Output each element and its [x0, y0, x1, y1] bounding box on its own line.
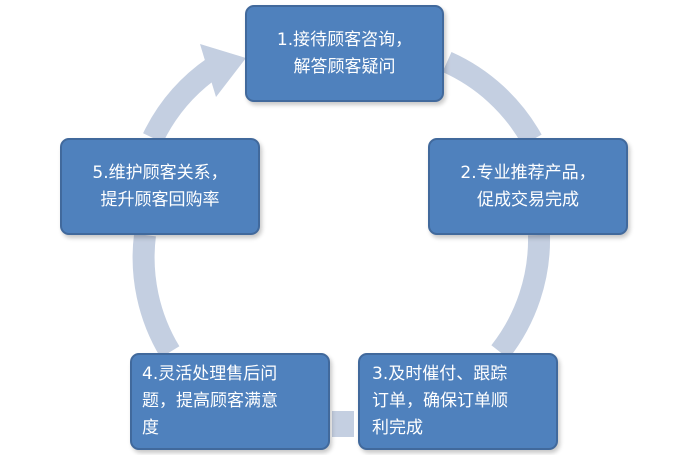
step-2-line-1: 2.专业推荐产品， — [460, 162, 596, 183]
step-5-line-2: 提升顾客回购率 — [100, 189, 220, 210]
cycle-segment-2-3 — [491, 234, 551, 359]
step-5-line-1: 5.维护顾客关系， — [92, 162, 228, 183]
cycle-arrow-head — [200, 44, 246, 97]
step-4-line-2: 题，提高顾客满意 — [142, 391, 278, 411]
step-3-line-1: 3.及时催付、跟踪 — [372, 364, 508, 384]
step-4-box: 4.灵活处理售后问 题，提高顾客满意 度 — [130, 353, 330, 450]
step-2-line-2: 促成交易完成 — [477, 189, 579, 210]
cycle-segment-1-2 — [442, 51, 542, 146]
step-3-box: 3.及时催付、跟踪 订单，确保订单顺 利完成 — [358, 353, 558, 450]
step-3-line-2: 订单，确保订单顺 — [372, 391, 508, 411]
step-1-box: 1.接待顾客咨询， 解答顾客疑问 — [245, 5, 444, 102]
step-4-line-3: 度 — [142, 418, 159, 438]
step-1-line-1: 1.接待顾客咨询， — [276, 29, 413, 50]
cycle-segment-3-4 — [332, 411, 354, 437]
step-2-box: 2.专业推荐产品， 促成交易完成 — [428, 138, 628, 235]
step-3-line-3: 利完成 — [372, 418, 423, 438]
step-4-line-1: 4.灵活处理售后问 — [142, 364, 278, 384]
step-5-box: 5.维护顾客关系， 提升顾客回购率 — [60, 138, 260, 235]
cycle-segment-4-5 — [132, 233, 180, 358]
step-1-line-2: 解答顾客疑问 — [293, 56, 396, 77]
cycle-segment-5-1 — [143, 57, 221, 143]
